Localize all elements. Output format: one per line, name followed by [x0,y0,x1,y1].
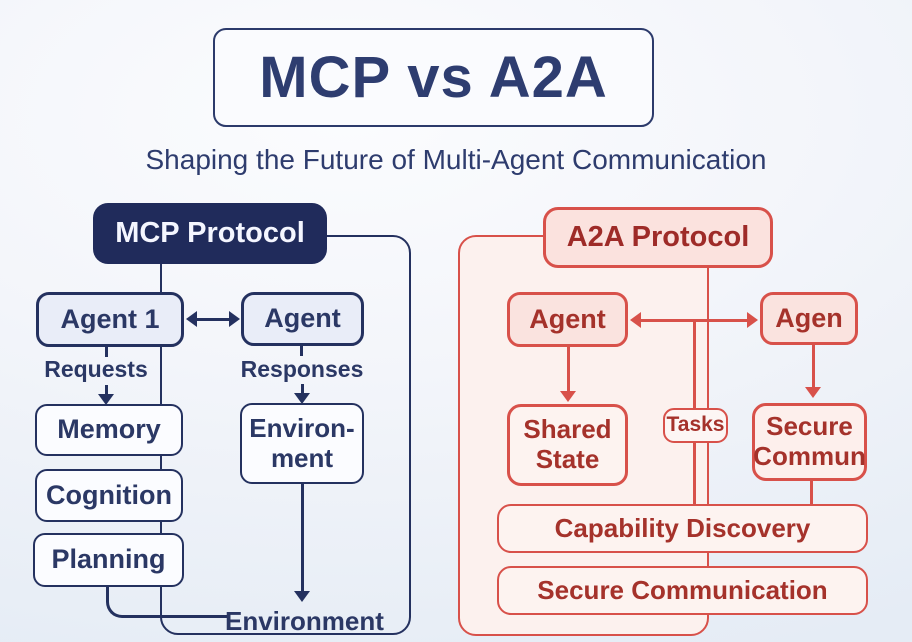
mcp-environment-node-line2: ment [270,442,334,473]
mcp-agent1-node: Agent 1 [36,292,184,347]
mcp-protocol-header-label: MCP Protocol [115,216,305,249]
mcp-cognition-node: Cognition [35,469,183,522]
a2a-protocol-header: A2A Protocol [543,207,773,268]
mcp-cognition-label: Cognition [46,479,172,510]
a2a-tasks-label: Tasks [666,413,725,437]
a2a-agent1-node: Agent [507,292,628,347]
a2a-secure-commun-line1: Secure [766,411,853,442]
mcp-planning-label: Planning [51,544,166,575]
mcp-responses-label: Responses [240,356,364,382]
a2a-agents-double-arrow-icon [630,312,758,328]
mcp-environment-long-arrow-icon [294,484,310,602]
page-title: MCP vs A2A [259,45,608,110]
a2a-agent2-label: Agen [775,302,843,333]
mcp-responses-down-arrow-icon [294,384,310,404]
a2a-secure-communication-label: Secure Communication [537,574,828,605]
mcp-responses-stub-line [300,346,303,356]
a2a-capability-discovery-label: Capability Discovery [554,512,811,543]
mcp-planning-environment-connector [106,587,228,618]
a2a-secure-commun-node: Secure Commun [752,403,867,481]
mcp-environment-node-line1: Environ- [249,412,355,443]
title-box: MCP vs A2A [213,28,654,127]
a2a-capability-discovery-node: Capability Discovery [497,504,868,553]
page-subtitle: Shaping the Future of Multi-Agent Commun… [145,144,767,175]
a2a-agent1-down-arrow-icon [560,347,576,402]
a2a-agent1-label: Agent [529,303,606,334]
mcp-agents-double-arrow-icon [186,311,240,327]
mcp-memory-label: Memory [57,414,161,445]
mcp-protocol-header: MCP Protocol [93,203,327,264]
a2a-protocol-header-label: A2A Protocol [566,220,750,253]
a2a-shared-state-node: Shared State [507,404,628,486]
a2a-secure-communication-node: Secure Communication [497,566,868,615]
mcp-environment-node: Environ- ment [240,403,364,484]
a2a-shared-state-line2: State [535,444,600,474]
mcp-agent2-node: Agent [241,292,364,346]
mcp-requests-down-arrow-icon [98,385,114,405]
a2a-tasks-badge: Tasks [663,408,728,443]
a2a-secure-commun-line2: Commun [753,441,866,471]
mcp-memory-node: Memory [35,404,183,456]
mcp-agent1-label: Agent 1 [60,303,160,334]
mcp-planning-node: Planning [33,533,184,587]
mcp-requests-stub-line [105,347,108,357]
mcp-requests-label: Requests [44,356,148,382]
mcp-environment-label: Environment [225,606,384,636]
a2a-agent2-down-arrow-icon [805,345,821,398]
a2a-shared-state-line1: Shared [523,414,612,445]
a2a-secure-commun-connector-line [810,481,813,505]
mcp-agent2-label: Agent [264,303,341,334]
a2a-agent2-node: Agen [760,292,858,345]
